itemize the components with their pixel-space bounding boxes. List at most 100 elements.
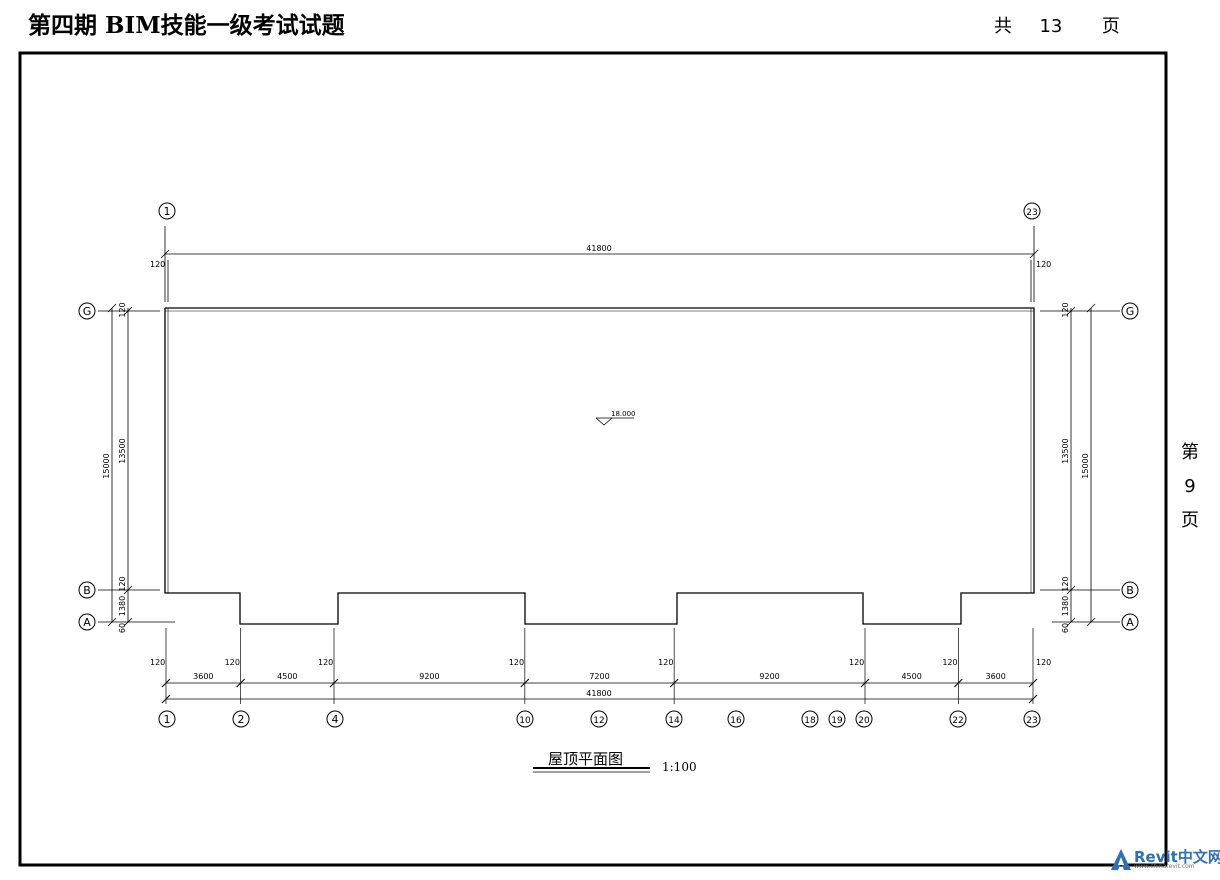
total-pages: 共 13 页: [994, 12, 1120, 38]
axis-bottom-12-label: 12: [593, 716, 604, 726]
axis-top-1-label: 1: [164, 205, 171, 218]
axis-right-A-label: A: [1126, 616, 1134, 629]
axis-bottom-22: 22: [949, 710, 967, 728]
axis-bottom-14-label: 14: [668, 716, 680, 726]
axis-bottom-10: 10: [516, 710, 534, 728]
axis-bottom-19-label: 19: [831, 716, 843, 726]
axis-bottom-4-label: 4: [332, 713, 339, 726]
dim-top-tick-l: [160, 249, 170, 259]
dim-bottom-overall-label: 41800: [586, 689, 611, 698]
axis-left-B: B: [78, 581, 96, 599]
axis-right-B: B: [1121, 581, 1139, 599]
roof-outline: [164, 307, 1035, 625]
axis-left-G: G: [78, 302, 96, 320]
total-prefix: 共: [994, 16, 1012, 37]
extension-lines: [98, 226, 1120, 623]
dim-right-b-offset: 120: [1061, 576, 1070, 591]
tick-r-3: [1066, 306, 1076, 316]
axis-bottom-18-label: 18: [804, 716, 816, 726]
tick-r-2: [1086, 617, 1096, 627]
dim-left-ab: 1380: [118, 596, 127, 616]
watermark-url: www.chinarevit.com: [1134, 863, 1195, 870]
axis-bottom-16-label: 16: [730, 716, 742, 726]
axis-top-23-label: 23: [1026, 208, 1037, 218]
tick-l-3: [123, 306, 133, 316]
tick-l-1: [107, 303, 117, 313]
dim-left-outer-label: 15000: [102, 453, 111, 478]
dim-bottom-seg-1: 4500: [277, 672, 297, 681]
dim-left-inner-label: 13500: [118, 438, 127, 463]
axis-bottom-18-circle: [801, 710, 819, 728]
dim-bottom-tick-2: [329, 678, 339, 688]
page-prefix: 第: [1181, 442, 1199, 463]
dim-top-right-120: 120: [1036, 260, 1051, 269]
tick-l-5: [123, 617, 133, 627]
dim-left-b-offset: 120: [118, 576, 127, 591]
axis-bottom-16: 16: [727, 710, 745, 728]
dim-bottom-120-3: 120: [509, 658, 524, 667]
axis-bottom-2-circle: [232, 710, 250, 728]
axis-bottom-20-label: 20: [858, 716, 870, 726]
dim-bottom-120-1: 120: [225, 658, 240, 667]
axis-top-23: 23: [1023, 202, 1041, 220]
axis-bottom-14-circle: [665, 710, 683, 728]
axis-right-A-circle: [1121, 613, 1139, 631]
axis-bottom-4-circle: [326, 710, 344, 728]
axis-right-G-label: G: [1126, 305, 1135, 318]
watermark-logo: Revit中文网 www.chinarevit.com: [1108, 846, 1220, 876]
dim-top: [160, 249, 1039, 259]
dim-left-g-offset: 120: [118, 302, 127, 317]
dim-left: [107, 303, 133, 627]
dim-right-a-offset: 60: [1061, 623, 1070, 633]
tick-l-2: [107, 617, 117, 627]
axis-bottom-12-circle: [590, 710, 608, 728]
dim-left-a-offset: 60: [118, 623, 127, 633]
dim-bottom-tick-0: [161, 678, 171, 688]
dim-bottom-seg-4: 9200: [759, 672, 779, 681]
dim-bottom-120-6: 120: [942, 658, 957, 667]
dim-right-outer-label: 15000: [1081, 453, 1090, 478]
axis-bottom-18: 18: [801, 710, 819, 728]
axis-bottom-22-label: 22: [952, 716, 963, 726]
dim-top-tick-r: [1029, 249, 1039, 259]
dim-bottom-tick-7: [1028, 678, 1038, 688]
axis-bottom-20-circle: [855, 710, 873, 728]
dim-bottom-tick-6: [953, 678, 963, 688]
tick-r-4: [1066, 585, 1076, 595]
dim-bottom-tick-4: [669, 678, 679, 688]
dim-right-ab: 1380: [1061, 596, 1070, 616]
axis-bottom-23-circle: [1023, 710, 1041, 728]
axis-top-1-circle: [158, 202, 176, 220]
dim-bottom-tick-3: [520, 678, 530, 688]
dim-bottom-120-4: 120: [658, 658, 673, 667]
revit-logo-icon: [1111, 849, 1131, 870]
axis-bottom-12: 12: [590, 710, 608, 728]
dim-bottom-tick-5: [860, 678, 870, 688]
page-number: 9: [1184, 476, 1196, 497]
axis-top-23-circle: [1023, 202, 1041, 220]
axis-left-G-label: G: [83, 305, 92, 318]
total-suffix: 页: [1101, 16, 1120, 37]
tick-r-1: [1086, 303, 1096, 313]
axis-left-B-circle: [78, 581, 96, 599]
axis-left-G-circle: [78, 302, 96, 320]
sheet-frame: [18, 51, 1168, 867]
dim-bottom-seg-6: 3600: [985, 672, 1005, 681]
axis-right-A: A: [1121, 613, 1139, 631]
axis-right-B-label: B: [1126, 584, 1134, 597]
dim-bottom-120-7: 120: [1036, 658, 1051, 667]
axis-bottom-4: 4: [326, 710, 344, 728]
elevation-label: 18.000: [611, 410, 636, 418]
axis-right-G-circle: [1121, 302, 1139, 320]
axis-left-A-circle: [78, 613, 96, 631]
axis-bottom-19: 19: [828, 710, 846, 728]
total-pages-number: 13: [1039, 16, 1063, 37]
dim-right: [1066, 303, 1096, 627]
axis-bottom-1-label: 1: [164, 713, 171, 726]
watermark-text: Revit中文网: [1134, 848, 1220, 866]
axis-bottom-10-label: 10: [519, 716, 531, 726]
axis-bottom-2: 2: [232, 710, 250, 728]
